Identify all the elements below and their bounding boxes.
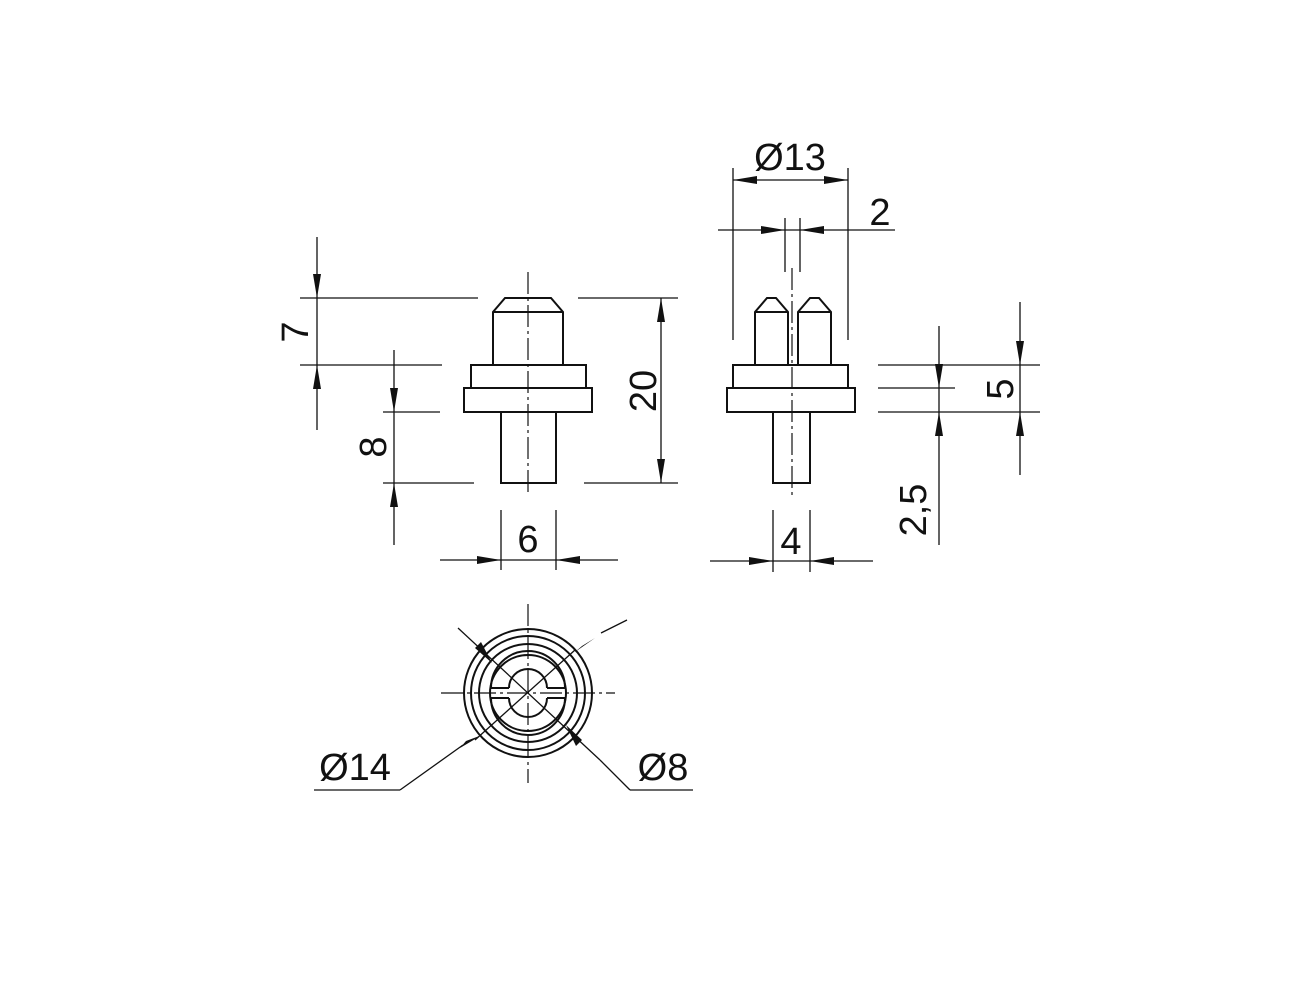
dim-slot-width: 2 bbox=[869, 192, 890, 234]
top-view: Ø14 Ø8 bbox=[314, 604, 693, 791]
dim-flange-diameter-side: Ø13 bbox=[754, 137, 826, 179]
dim-stem-height: 8 bbox=[353, 436, 395, 457]
dim-top-height: 7 bbox=[275, 321, 317, 342]
dim-collar-height: 2,5 bbox=[893, 484, 935, 537]
dim-pin-width: 4 bbox=[780, 521, 801, 563]
dim-inner-diameter: Ø8 bbox=[638, 747, 689, 789]
side-right-prong bbox=[797, 297, 832, 365]
side-lower-flange bbox=[726, 387, 856, 413]
front-view: 7 8 20 6 bbox=[275, 237, 678, 570]
dim-total-height: 20 bbox=[623, 370, 665, 412]
dim-stem-width: 6 bbox=[517, 519, 538, 561]
dim-outer-diameter: Ø14 bbox=[319, 747, 391, 789]
side-upper-flange bbox=[732, 364, 849, 389]
dim-flange-height: 5 bbox=[980, 378, 1022, 399]
side-view: Ø13 2 5 2,5 4 bbox=[710, 137, 1040, 572]
side-left-prong bbox=[754, 297, 789, 365]
